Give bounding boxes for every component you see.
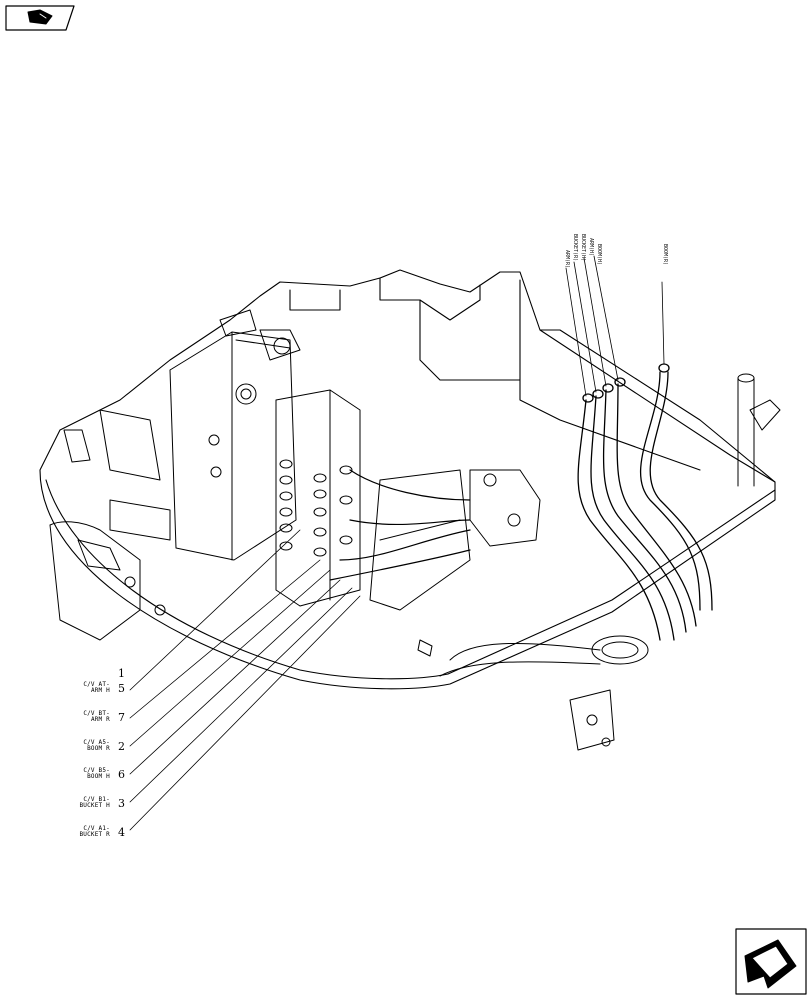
callout-3-number: 3	[118, 797, 125, 810]
callout-6-number: 6	[118, 768, 125, 781]
callout-6-label: C/V B5- BOOM H	[83, 767, 110, 780]
callout-3-label: C/V B1- BUCKET H	[79, 796, 110, 809]
hose-tag-boom-r: BOOM(R)	[662, 244, 668, 266]
hose-tag-bucket-h: BUCKET(H)	[580, 234, 586, 262]
callout-2-label: C/V A5- BOOM R	[83, 739, 110, 752]
boom-foot	[417, 635, 649, 751]
leader-lines	[129, 529, 361, 831]
callout-4-label: C/V A1- BUCKET R	[79, 825, 110, 838]
hydraulic-tank	[169, 309, 301, 561]
hose-tag-arm-h: ARM(H)	[588, 238, 594, 257]
hose-tag-leaders	[565, 255, 665, 397]
hose-tag-boom-h: BOOM(H)	[596, 244, 602, 266]
next-page-arrow-icon[interactable]	[735, 928, 807, 995]
callout-4-number: 4	[118, 826, 125, 839]
control-valve	[275, 389, 361, 607]
callout-5-label: C/V AT- ARM H	[83, 681, 110, 694]
upper-frame	[39, 269, 776, 690]
hose-tag-bucket-r: BUCKET(R)	[572, 234, 578, 262]
callout-5-number: 5	[118, 682, 125, 695]
hose-bundle-left	[329, 469, 471, 581]
left-bracket	[49, 409, 171, 641]
hose-bundle-right	[577, 363, 713, 641]
book-nav-icon[interactable]	[5, 5, 75, 31]
callout-1-number: 1	[118, 667, 125, 680]
callout-2-number: 2	[118, 740, 125, 753]
callout-7-number: 7	[118, 711, 125, 724]
hose-tag-arm-r: ARM(R)	[564, 250, 570, 269]
right-post	[737, 373, 781, 487]
swivel-valve	[369, 469, 541, 611]
callout-7-label: C/V BT- ARM R	[83, 710, 110, 723]
